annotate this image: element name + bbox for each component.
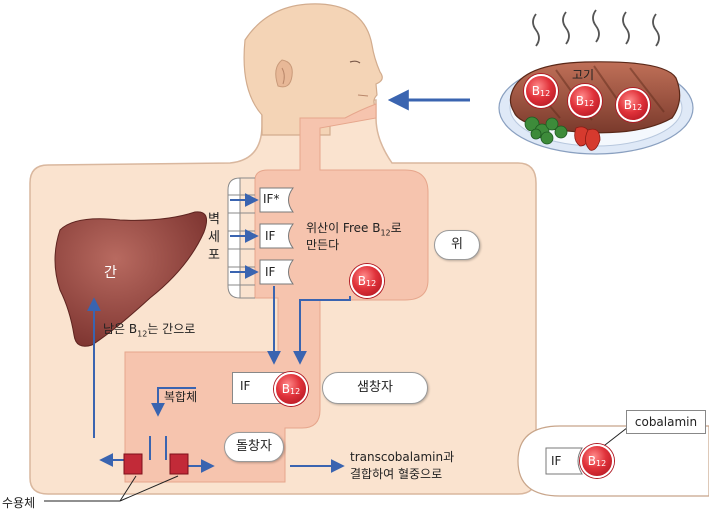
b12-sub: 12 [290, 387, 301, 396]
b12-base: B [531, 84, 541, 98]
stomach-note-line1-post: 로 [390, 221, 402, 235]
duodenum-label: 샘창자 [322, 372, 428, 404]
liver-note-post: 는 간으로 [147, 322, 196, 336]
b12-ball-meat-1: B12 [524, 74, 558, 108]
b12-sub: 12 [366, 279, 377, 288]
flow-arrows [87, 89, 470, 473]
if-label-inset: IF [551, 454, 562, 468]
liver-note: 남은 B12는 간으로 [103, 320, 195, 338]
b12-base: B [357, 274, 367, 288]
b12-down-arrow [293, 296, 351, 365]
stomach-note-line2: 만든다 [306, 238, 340, 252]
b12-sub-inline: 12 [380, 228, 391, 238]
if-label-2: IF [265, 229, 276, 243]
ileum-label: 돌창자 [224, 432, 284, 462]
stomach-wall-cells [227, 177, 241, 299]
liver-note-pre: 남은 B [103, 322, 138, 336]
complex-label: 복합체 [164, 390, 198, 404]
b12-sub-inline: 12 [137, 329, 148, 339]
liver-label: 간 [104, 265, 117, 281]
b12-base: B [281, 382, 291, 396]
stomach-label: 위 [434, 230, 480, 260]
b12-base: B [575, 94, 585, 108]
digestive-tract [124, 103, 429, 483]
b12-sub: 12 [584, 99, 595, 108]
b12-base: B [587, 454, 597, 468]
if-label-complex: IF [240, 379, 251, 393]
b12-base: B [623, 98, 633, 112]
b12-sub: 12 [632, 103, 643, 112]
wall-cell-label-1: 벽 [208, 212, 220, 227]
meat-label: 고기 [572, 68, 595, 82]
b12-ball-inset: B12 [580, 444, 614, 478]
stomach-note-line1: 위산이 Free B12로 [306, 219, 402, 237]
stomach-note-line1-pre: 위산이 Free B [306, 221, 381, 235]
wall-cell-label-2: 세 [208, 230, 220, 245]
transport-note-line2: 결합하여 혈중으로 [350, 467, 443, 481]
receptor-pointer [44, 475, 179, 502]
receptor-label: 수용체 [2, 496, 36, 510]
if-shapes-stomach [259, 187, 294, 285]
b12-ball-complex: B12 [274, 372, 308, 406]
b12-sub: 12 [596, 459, 607, 468]
b12-ball-meat-3: B12 [616, 88, 650, 122]
cobalamin-label: cobalamin [626, 410, 706, 434]
b12-sub: 12 [540, 89, 551, 98]
complex-arrow [151, 387, 196, 417]
if-label-3: IF [265, 265, 276, 279]
wall-cell-label-3: 포 [208, 248, 220, 263]
if-label-star: IF* [263, 192, 280, 206]
steam-lines [532, 9, 660, 47]
liver [54, 211, 207, 347]
b12-ball-meat-2: B12 [568, 84, 602, 118]
b12-ball-stomach: B12 [350, 264, 384, 298]
receptor-stems [149, 436, 167, 460]
transport-note-line1: transcobalamin과 [350, 450, 455, 464]
receptors [123, 453, 189, 475]
